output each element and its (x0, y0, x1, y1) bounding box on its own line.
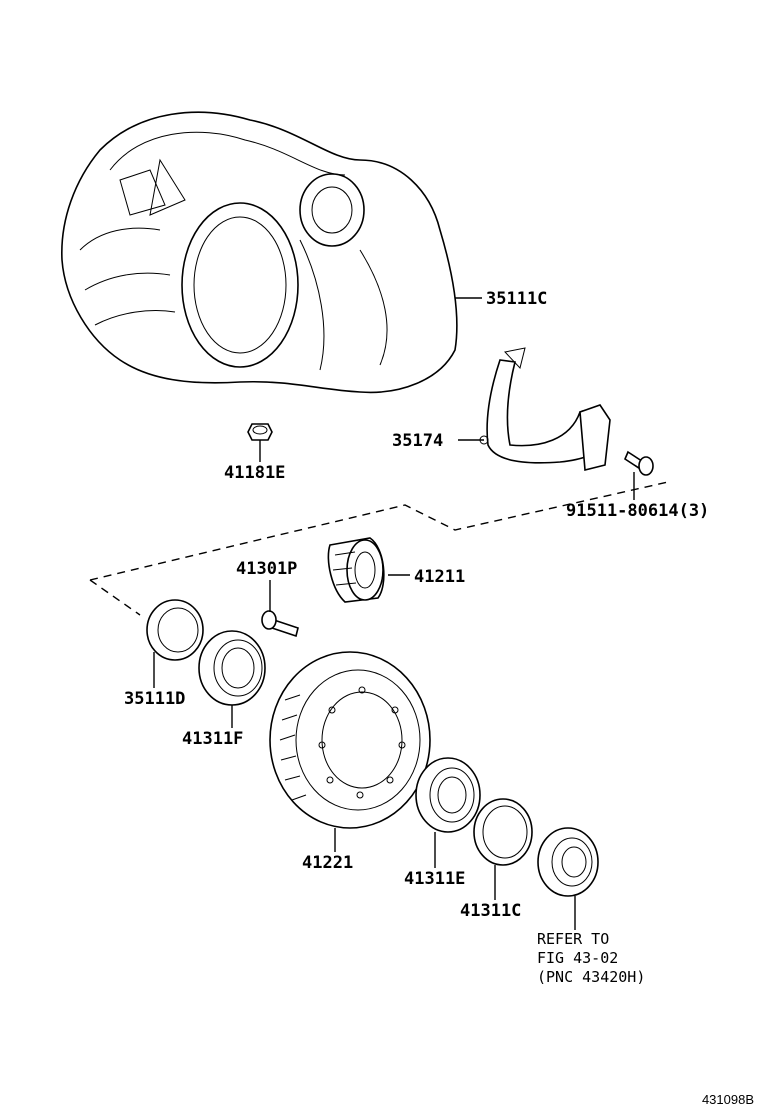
refer-note-line2: FIG 43-02 (537, 949, 618, 967)
label-bearing-left: 41311F (182, 729, 243, 749)
label-bearing-right: 41311E (404, 869, 465, 889)
drain-plug (247, 423, 273, 441)
label-housing: 35111C (486, 289, 547, 309)
small-bolt (261, 610, 299, 638)
bearing-race (473, 798, 533, 866)
ring-gear (269, 651, 431, 829)
transaxle-housing (61, 111, 458, 394)
label-pinion-gear: 41211 (414, 567, 465, 587)
pinion-gear (327, 537, 385, 603)
refer-note-line3: (PNC 43420H) (537, 968, 645, 986)
differential-cover (479, 347, 611, 472)
assembly-frame-dashed (89, 481, 669, 581)
refer-note-line1: REFER TO (537, 930, 609, 948)
label-cover: 35174 (392, 431, 443, 451)
figure-id: 431098B (702, 1092, 754, 1107)
label-small-bolt: 41301P (236, 559, 297, 579)
label-ring-gear: 41221 (302, 853, 353, 873)
bearing-left (198, 630, 266, 706)
label-cover-bolt: 91511-80614(3) (566, 501, 709, 521)
label-plug: 41181E (224, 463, 285, 483)
cover-bolt (623, 450, 654, 476)
label-oil-seal: 35111D (124, 689, 185, 709)
bearing-right (415, 757, 481, 833)
referenced-oil-seal (537, 827, 599, 897)
label-race: 41311C (460, 901, 521, 921)
oil-seal (146, 599, 204, 661)
